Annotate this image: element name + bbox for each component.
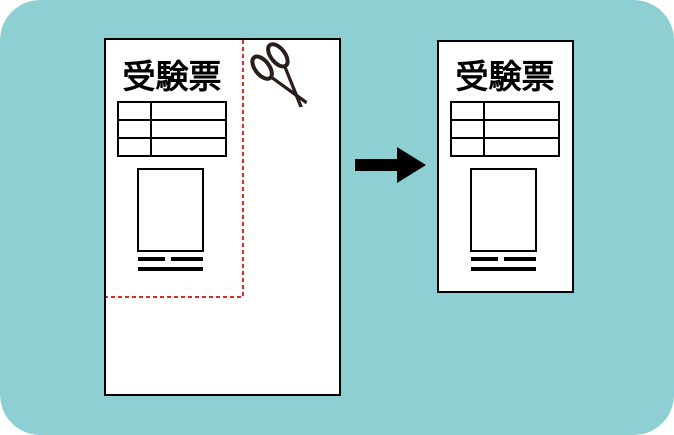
- full-sheet: 受験票: [104, 38, 341, 396]
- right-ticket-photo-box: [470, 168, 537, 252]
- left-ticket-photo-box: [137, 168, 204, 252]
- left-ticket: 受験票: [117, 57, 227, 271]
- scissors-icon: [250, 42, 308, 108]
- left-ticket-table: [117, 101, 227, 157]
- left-ticket-barcode-lines: [138, 257, 203, 271]
- cut-line: [106, 40, 244, 298]
- cut-ticket: 受験票: [437, 40, 574, 293]
- right-ticket-barcode-lines: [471, 257, 536, 271]
- right-ticket-table: [450, 101, 560, 157]
- arrow-right-icon: [355, 147, 426, 183]
- right-ticket-title: 受験票: [456, 57, 555, 96]
- left-ticket-title: 受験票: [123, 57, 222, 96]
